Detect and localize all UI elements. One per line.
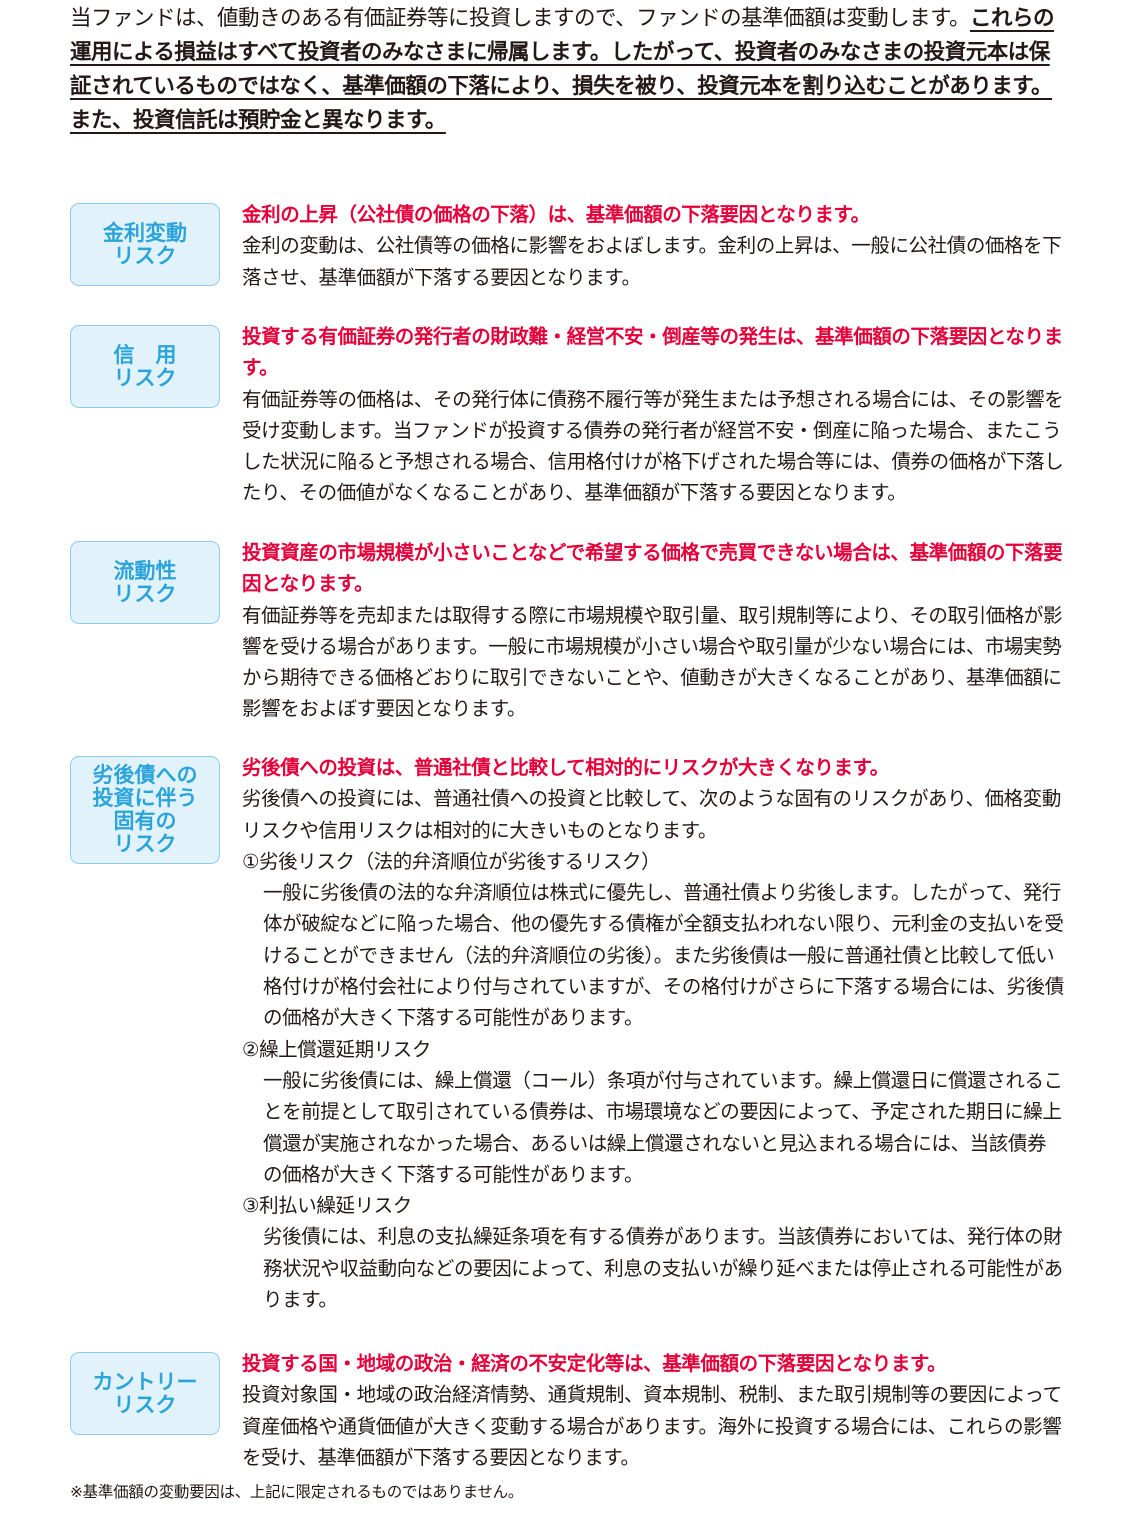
- intro-plain: 当ファンドは、値動きのある有価証券等に投資しますので、ファンドの基準価額は変動し…: [70, 6, 971, 31]
- badge-line: リスク: [113, 832, 177, 856]
- risk-label-badge: 信 用 リスク: [70, 325, 220, 408]
- badge-line: 流動性: [113, 558, 177, 583]
- risk-description: 金利の変動は、公社債等の価格に影響をおよぼします。金利の上昇は、一般に公社債の価…: [242, 234, 1062, 289]
- subitem-text: 一般に劣後債の法的な弁済順位は株式に優先し、普通社債より劣後します。したがって、…: [263, 881, 1064, 1030]
- risk-headline: 投資する有価証券の発行者の財政難・経営不安・倒産等の発生は、基準価額の下落要因と…: [242, 325, 1063, 380]
- badge-line: 劣後債への: [92, 763, 198, 787]
- subitem-text: 劣後債には、利息の支払繰延条項を有する債券があります。当該債券においては、発行体…: [263, 1225, 1063, 1312]
- risk-description: 劣後債への投資には、普通社債への投資と比較して、次のような固有のリスクがあり、価…: [242, 787, 1061, 842]
- risk-description: 有価証券等の価格は、その発行体に債務不履行等が発生または予想される場合には、その…: [242, 387, 1064, 505]
- badge-line: 信 用: [113, 342, 177, 367]
- risk-headline: 金利の上昇（公社債の価格の下落）は、基準価額の下落要因となります。: [242, 203, 870, 226]
- risk-description: 有価証券等を売却または取得する際に市場規模や取引量、取引規制等により、その取引価…: [242, 603, 1063, 721]
- badge-line: リスク: [113, 243, 177, 268]
- intro-underlined-2: また、投資信託は預貯金と異なります。: [70, 108, 446, 133]
- badge-line: リスク: [113, 581, 177, 606]
- badge-line: 投資に伴う: [92, 786, 198, 810]
- badge-line: リスク: [113, 1392, 177, 1417]
- risk-label-badge: 劣後債への 投資に伴う 固有の リスク: [70, 756, 220, 864]
- risk-label-badge: 流動性 リスク: [70, 541, 220, 624]
- subitem-title: ③利払い繰延リスク: [242, 1194, 412, 1218]
- subitem-text: 一般に劣後債には、繰上償還（コール）条項が付与されています。繰上償還日に償還され…: [263, 1068, 1063, 1186]
- risk-label-badge: 金利変動 リスク: [70, 203, 220, 286]
- risk-label-badge: カントリー リスク: [70, 1352, 220, 1435]
- intro-underlined: これらの運用による損益はすべて投資者のみなさまに帰属します。したがって、投資者の…: [70, 6, 1055, 99]
- risk-headline: 劣後債への投資は、普通社債と比較して相対的にリスクが大きくなります。: [242, 756, 889, 779]
- badge-line: 固有の: [113, 809, 177, 833]
- subitem-title: ②繰上償還延期リスク: [242, 1037, 431, 1061]
- badge-line: リスク: [113, 365, 177, 390]
- footnote: ※基準価額の変動要因は、上記に限定されるものではありません。: [70, 1483, 524, 1501]
- badge-line: 金利変動: [103, 220, 187, 245]
- risk-description: 投資対象国・地域の政治経済情勢、通貨規制、資本規制、税制、また取引規制等の要因に…: [242, 1383, 1062, 1469]
- badge-line: カントリー: [92, 1369, 198, 1394]
- intro-disclaimer: 当ファンドは、値動きのある有価証券等に投資しますので、ファンドの基準価額は変動し…: [70, 2, 1065, 138]
- risk-headline: 投資資産の市場規模が小さいことなどで希望する価格で売買できない場合は、基準価額の…: [242, 541, 1063, 596]
- risk-headline: 投資する国・地域の政治・経済の不安定化等は、基準価額の下落要因となります。: [242, 1352, 947, 1375]
- subitem-title: ①劣後リスク（法的弁済順位が劣後するリスク）: [242, 849, 661, 873]
